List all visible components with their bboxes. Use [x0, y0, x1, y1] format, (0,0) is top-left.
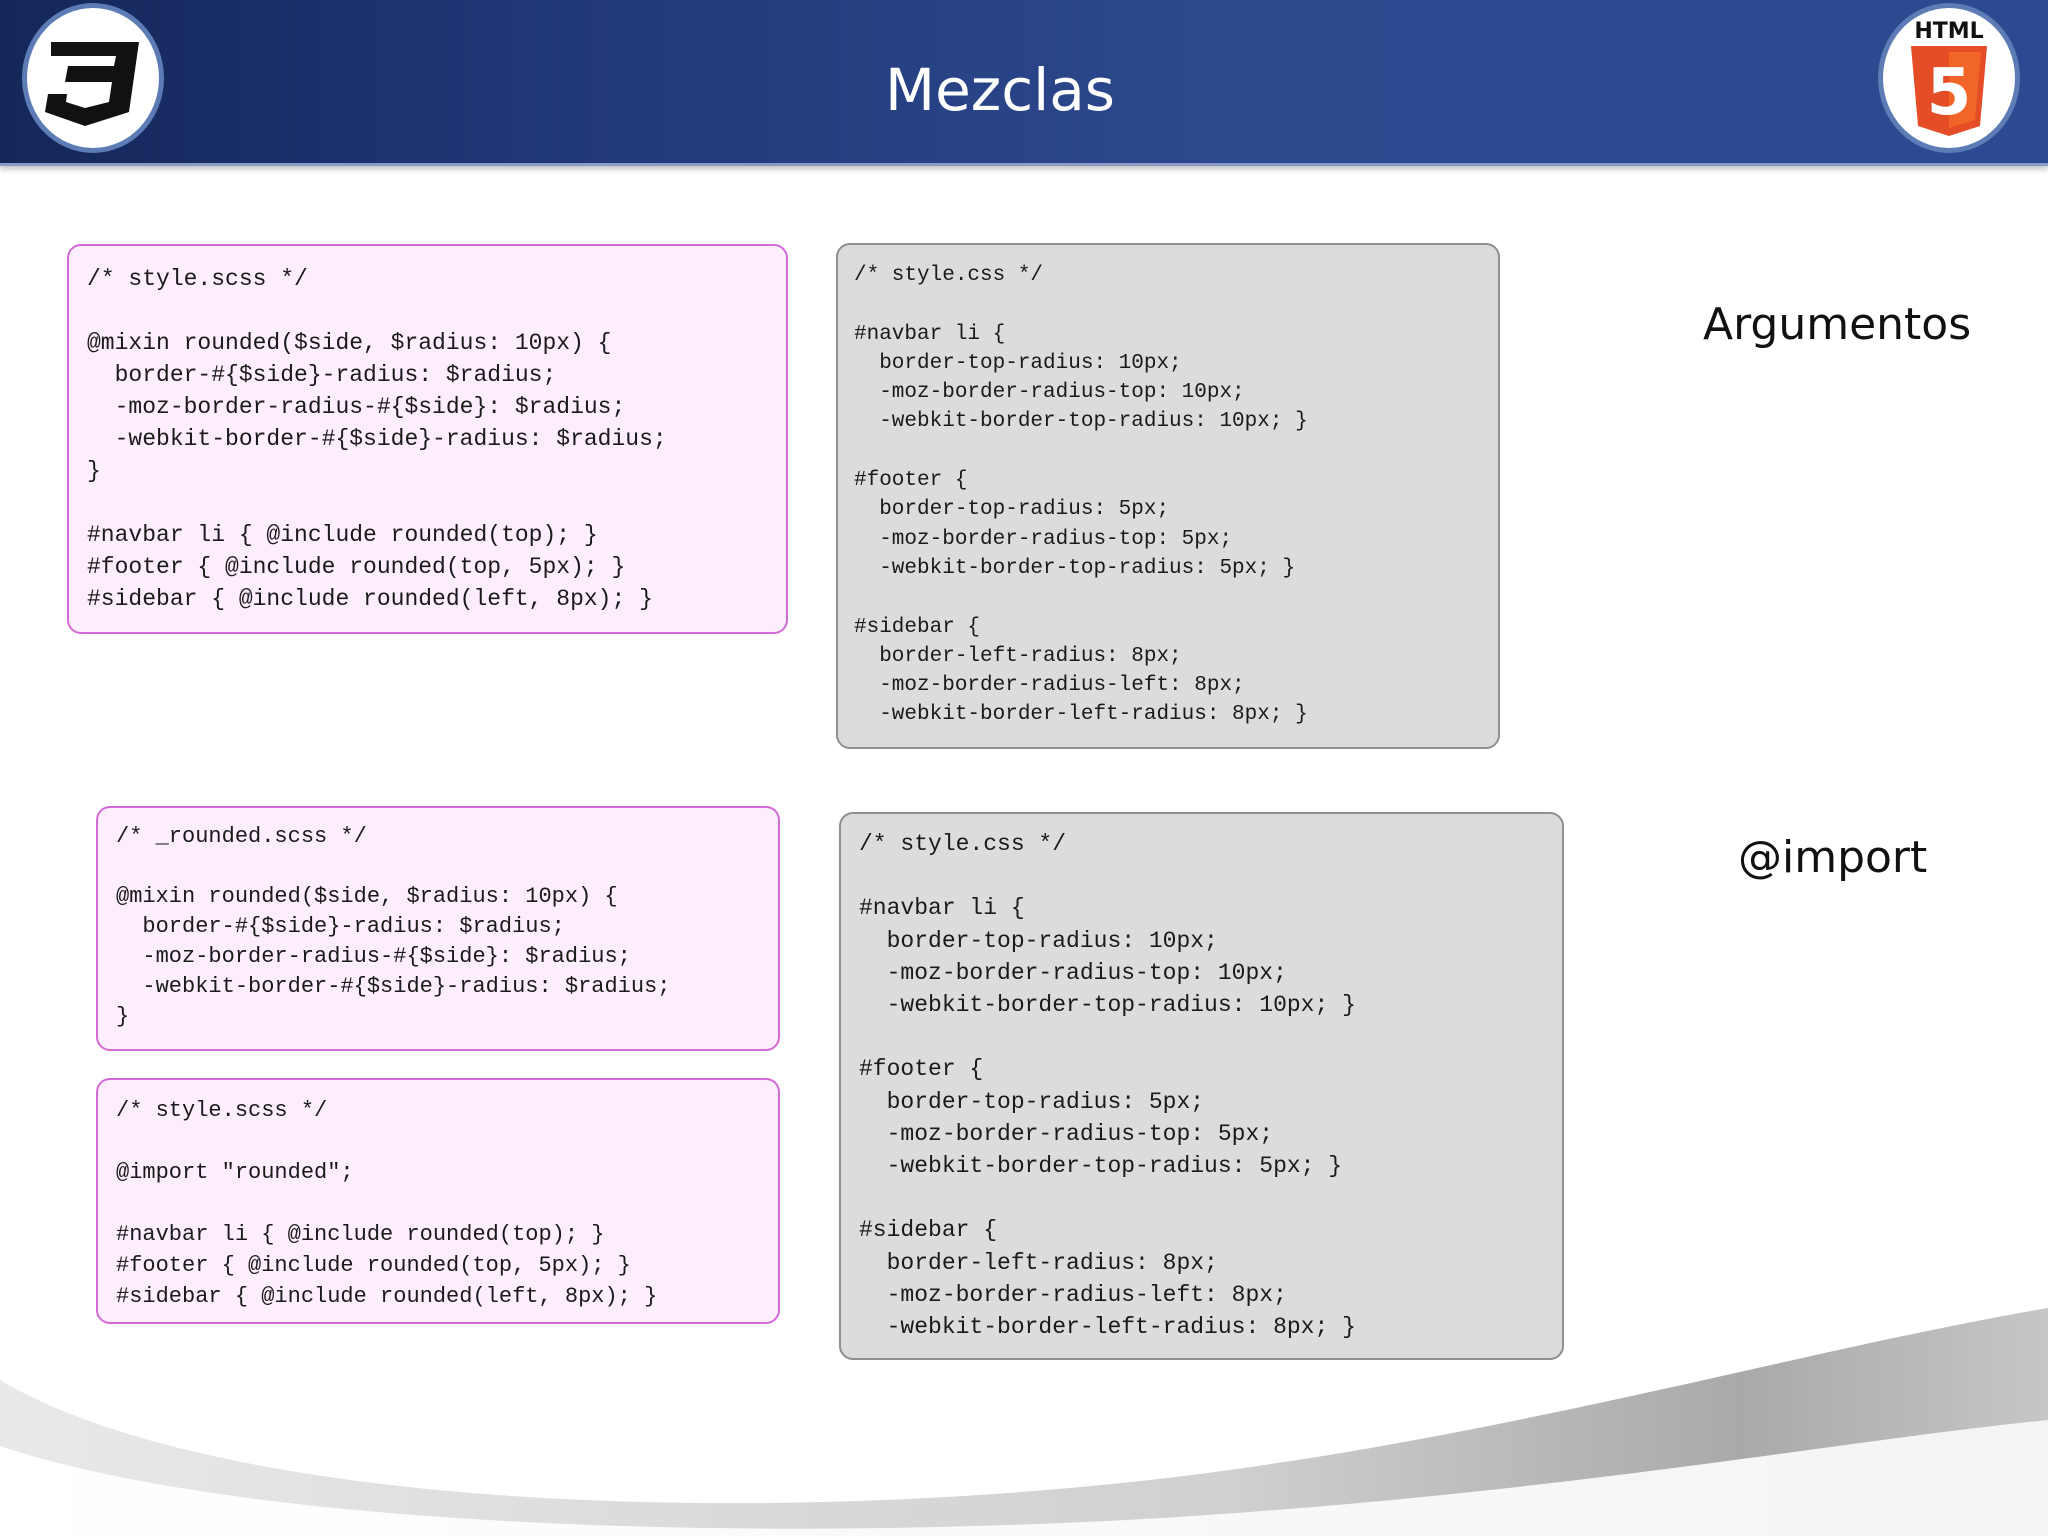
html5-logo-number: 5	[1927, 56, 1972, 130]
arguments-css-code: /* style.css */ #navbar li { border-top-…	[836, 243, 1500, 749]
slide-header: Mezclas HTML 5	[0, 0, 2048, 166]
import-partial-scss-code: /* _rounded.scss */ @mixin rounded($side…	[96, 806, 780, 1051]
slide-title: Mezclas	[885, 56, 1115, 124]
import-css-code: /* style.css */ #navbar li { border-top-…	[839, 812, 1564, 1360]
html5-logo-icon: HTML 5	[1878, 3, 2020, 153]
import-main-scss-code: /* style.scss */ @import "rounded"; #nav…	[96, 1078, 780, 1324]
bottom-swoosh-decoration	[0, 1308, 2048, 1536]
arguments-label: Argumentos	[1703, 299, 1972, 350]
html5-logo-text: HTML	[1914, 19, 1983, 44]
import-label: @import	[1738, 832, 1928, 883]
css3-logo-icon	[22, 3, 164, 153]
arguments-scss-code: /* style.scss */ @mixin rounded($side, $…	[67, 244, 788, 634]
